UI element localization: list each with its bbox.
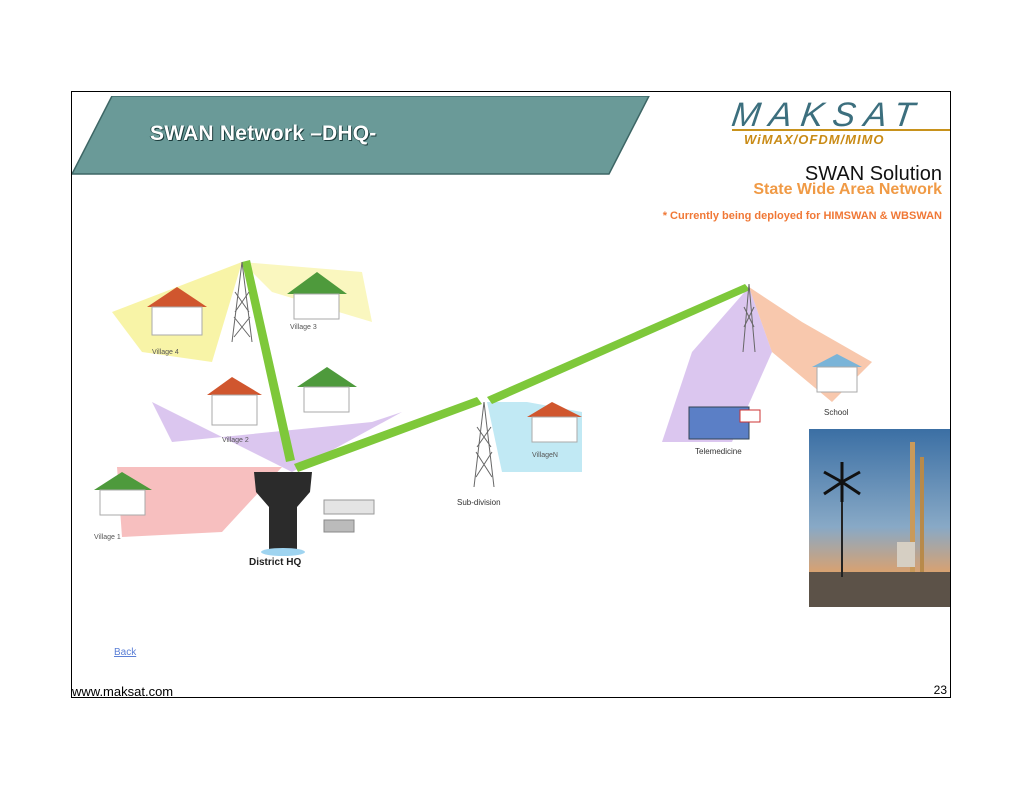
house-villageN xyxy=(527,402,582,443)
tower-village-cluster xyxy=(231,261,253,343)
house-village1 xyxy=(94,472,152,516)
page-title: SWAN Network –DHQ- xyxy=(150,122,377,145)
logo-subtitle: WiMAX/OFDM/MIMO xyxy=(744,132,885,147)
title-banner xyxy=(72,96,650,175)
deployment-note: * Currently being deployed for HIMSWAN &… xyxy=(662,210,942,222)
label-district-hq: District HQ xyxy=(249,557,301,568)
telemedicine-building xyxy=(688,406,761,440)
slide: SWAN Network –DHQ- MAKSAT WiMAX/OFDM/MIM… xyxy=(71,91,951,698)
sector-village2 xyxy=(152,402,402,472)
tower-telemedicine xyxy=(742,283,756,353)
label-village1: Village 1 xyxy=(94,534,121,541)
district-hq-building xyxy=(254,472,375,556)
label-school: School xyxy=(824,408,849,417)
solution-title: SWAN Solution xyxy=(804,163,942,185)
link-hq-subdivision xyxy=(294,397,482,472)
sector-village1 xyxy=(117,467,282,537)
wind-turbine-photo xyxy=(809,429,950,607)
logo-divider xyxy=(732,129,950,131)
label-village2: Village 2 xyxy=(222,437,249,444)
label-village4: Village 4 xyxy=(152,349,179,356)
page-number: 23 xyxy=(933,683,947,697)
school-building xyxy=(812,354,862,393)
label-telemedicine: Telemedicine xyxy=(695,447,742,456)
label-sub-division: Sub-division xyxy=(457,498,501,507)
link-subdivision-school xyxy=(487,284,750,404)
house-village3 xyxy=(287,272,347,320)
house-village2-red xyxy=(207,377,262,426)
link-tower-hq xyxy=(242,260,295,462)
network-diagram: Village 4 Village 3 Village 2 Village 1 … xyxy=(94,260,950,607)
label-village3: Village 3 xyxy=(290,324,317,331)
back-link[interactable]: Back xyxy=(114,647,137,658)
solution-subtitle: State Wide Area Network xyxy=(753,181,942,198)
tower-subdivision xyxy=(473,401,495,488)
label-villageN: VillageN xyxy=(532,452,558,459)
house-village4 xyxy=(147,287,207,336)
house-village2-green xyxy=(297,367,357,413)
footer-url: www.maksat.com xyxy=(72,684,174,698)
